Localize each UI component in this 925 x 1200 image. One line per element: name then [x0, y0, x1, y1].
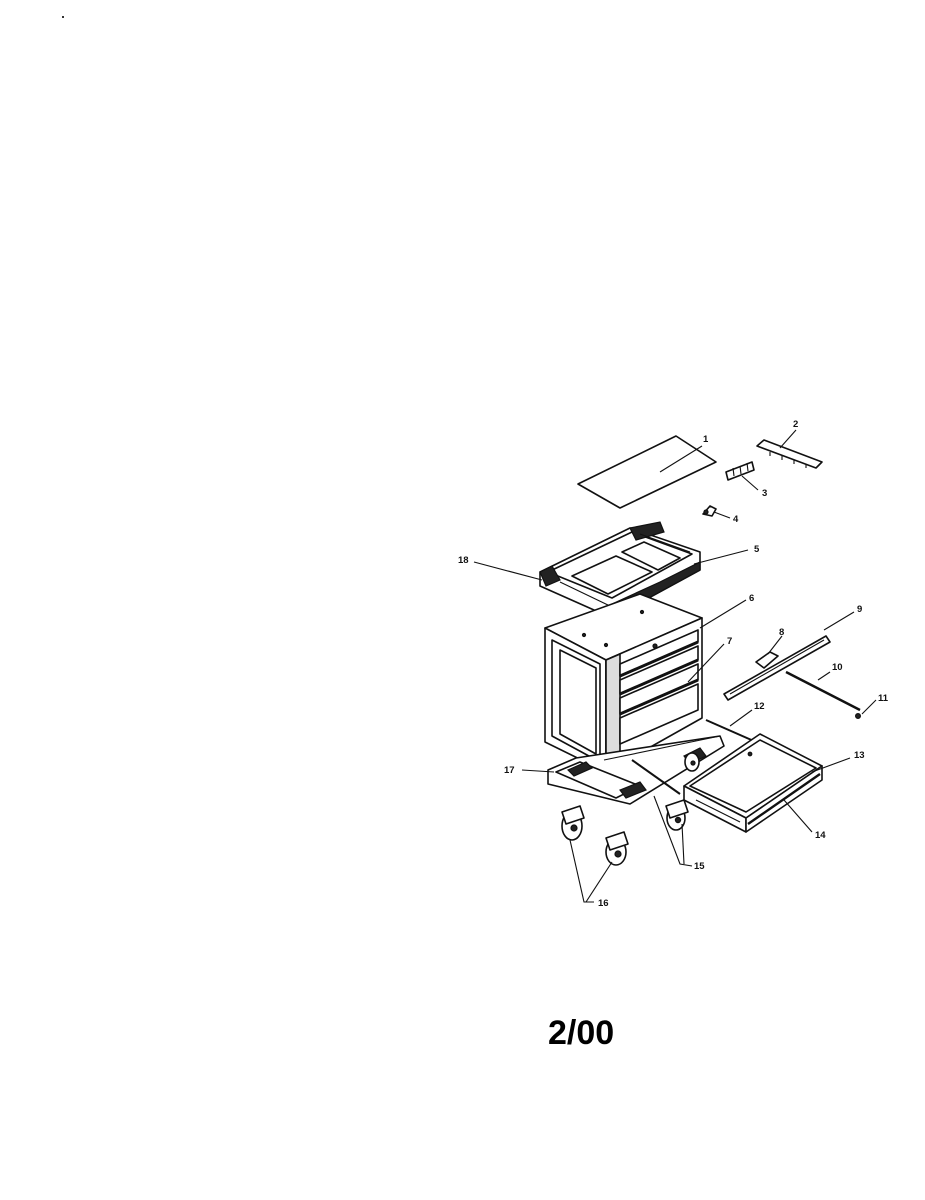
callout-10: 10 [832, 662, 843, 673]
part-caster-right [605, 831, 629, 866]
callout-14: 14 [815, 830, 826, 841]
part-liner-mat [577, 435, 717, 509]
part-base [547, 735, 725, 805]
part-caster-left [561, 805, 585, 841]
leader-lines [473, 429, 877, 903]
part-screw [854, 712, 861, 719]
callout-1: 1 [703, 434, 709, 445]
revision-date: 2/00 [548, 1014, 615, 1052]
callout-12: 12 [754, 701, 765, 712]
part-drawer [683, 733, 823, 833]
part-divider-strip [756, 439, 823, 469]
callout-15: 15 [694, 861, 705, 872]
callout-labels: 1 2 3 4 5 6 7 8 9 10 11 12 13 14 15 16 1… [458, 419, 889, 909]
callout-2: 2 [793, 419, 798, 430]
part-clip [702, 505, 717, 517]
part-top-tray [539, 521, 701, 620]
part-caster-front [665, 799, 689, 831]
callout-18: 18 [458, 555, 469, 566]
callout-4: 4 [733, 514, 739, 525]
callout-11: 11 [878, 693, 889, 704]
callout-6: 6 [749, 593, 754, 604]
part-rod [785, 670, 861, 712]
callout-7: 7 [727, 636, 732, 647]
callout-16: 16 [598, 898, 609, 909]
callout-3: 3 [762, 488, 767, 499]
callout-9: 9 [857, 604, 862, 615]
part-caster-back [684, 752, 700, 772]
callout-8: 8 [779, 627, 784, 638]
callout-17: 17 [504, 765, 515, 776]
part-handle-piece [755, 651, 779, 669]
scan-speck [62, 16, 64, 18]
part-slide-rail [723, 635, 831, 701]
callout-13: 13 [854, 750, 865, 761]
part-short-divider [725, 461, 755, 481]
callout-5: 5 [754, 544, 760, 555]
part-cabinet [544, 593, 703, 773]
part-drawer-slides [631, 719, 757, 795]
